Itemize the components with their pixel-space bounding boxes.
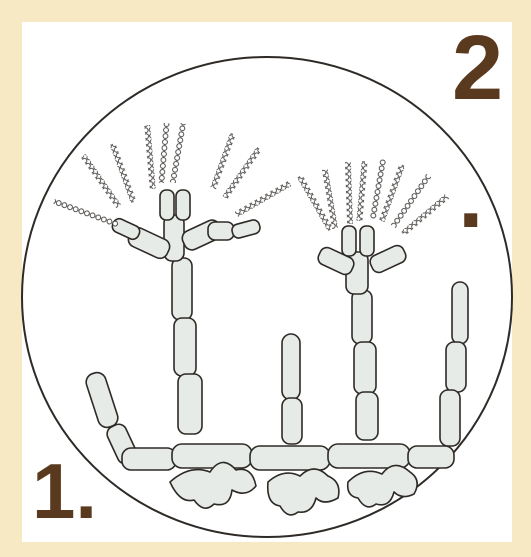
label-one: 1.: [32, 452, 97, 530]
label-two-dot: .: [458, 150, 484, 242]
hypha-middle: [282, 334, 302, 444]
label-two: 2: [452, 22, 503, 114]
